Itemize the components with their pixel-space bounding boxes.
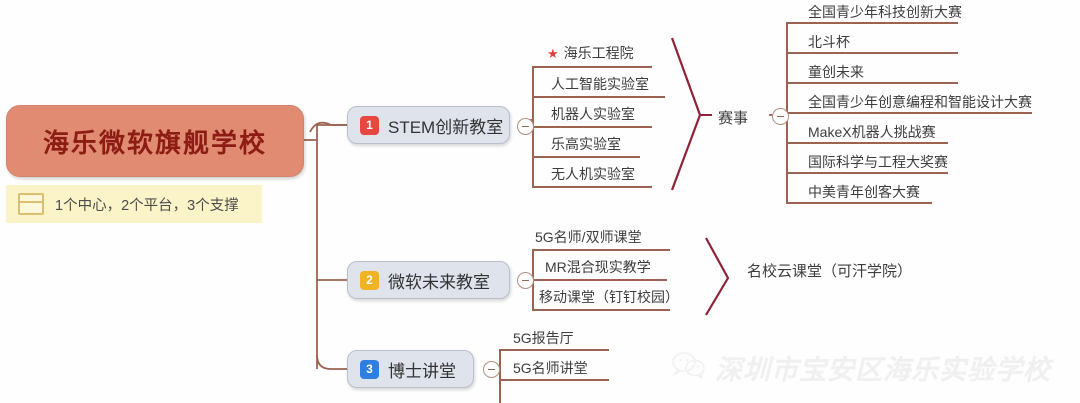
branch-badge-2: 2 — [360, 270, 379, 290]
competition-item[interactable]: 北斗杯 — [808, 32, 850, 55]
root-note-text: 1个中心，2个平台，3个支撑 — [55, 197, 239, 214]
leaf-underline-1-1 — [532, 66, 652, 68]
leaf-spine-3 — [499, 349, 501, 403]
competition-item[interactable]: MakeX机器人挑战赛 — [808, 122, 936, 145]
leaf-label: 海乐工程院 — [563, 45, 634, 61]
branch-node-microsoft[interactable]: 2 微软未来教室 — [347, 261, 510, 299]
leaf-label: MR混合现实教学 — [545, 259, 651, 275]
root-node[interactable]: 海乐微软旗舰学校 — [6, 105, 304, 177]
competition-underline-4 — [786, 112, 1032, 114]
leaf-label: 人工智能实验室 — [551, 76, 649, 92]
leaf-underline-1-3 — [532, 126, 652, 128]
leaf-label: 无人机实验室 — [551, 166, 635, 182]
collapse-toggle-branch-1[interactable] — [517, 118, 534, 135]
competition-label: 国际科学与工程大奖赛 — [808, 154, 948, 170]
branch-label-2: 微软未来教室 — [388, 272, 490, 292]
competition-label: MakeX机器人挑战赛 — [808, 124, 936, 140]
competition-item[interactable]: 国际科学与工程大奖赛 — [808, 152, 948, 175]
competition-item[interactable]: 全国青少年创意编程和智能设计大赛 — [808, 92, 1032, 115]
summary-label-competitions[interactable]: 赛事 — [718, 107, 748, 128]
root-label: 海乐微软旗舰学校 — [42, 127, 267, 158]
competition-item[interactable]: 童创未来 — [808, 62, 864, 85]
leaf-label: 5G报告厅 — [513, 330, 574, 346]
branch-node-stem[interactable]: 1 STEM创新教室 — [347, 106, 510, 144]
leaf-item[interactable]: 5G名师/双师课堂 — [535, 227, 642, 250]
leaf-underline-2-1 — [532, 249, 670, 251]
leaf-label: 5G名师讲堂 — [513, 360, 588, 376]
branch-label-1: STEM创新教室 — [388, 117, 504, 137]
leaf-item[interactable]: 人工智能实验室 — [551, 74, 649, 97]
summary-text: 赛事 — [718, 110, 749, 127]
competition-label: 童创未来 — [808, 64, 864, 80]
branch-label-3: 博士讲堂 — [388, 361, 456, 381]
root-note[interactable]: 1个中心，2个平台，3个支撑 — [6, 185, 262, 223]
leaf-item[interactable]: ★ 海乐工程院 — [547, 43, 634, 66]
leaf-item[interactable]: 5G名师讲堂 — [513, 358, 588, 381]
leaf-item[interactable]: 无人机实验室 — [551, 164, 635, 187]
collapse-toggle-branch-3[interactable] — [483, 361, 500, 378]
competition-item[interactable]: 全国青少年科技创新大赛 — [808, 2, 962, 25]
table-icon — [18, 193, 44, 215]
competition-underline-5 — [786, 142, 948, 144]
competition-label: 全国青少年科技创新大赛 — [808, 4, 962, 20]
leaf-underline-2-3 — [532, 309, 670, 311]
competition-label: 全国青少年创意编程和智能设计大赛 — [808, 94, 1032, 110]
star-icon: ★ — [547, 46, 559, 61]
leaf-label: 移动课堂（钉钉校园） — [539, 289, 679, 305]
leaf-underline-3-1 — [499, 349, 609, 351]
branch-badge-1: 1 — [360, 115, 379, 135]
collapse-toggle-branch-2[interactable] — [517, 272, 534, 289]
leaf-underline-1-2 — [532, 96, 665, 98]
competition-label: 中美青年创客大赛 — [808, 184, 920, 200]
leaf-label: 5G名师/双师课堂 — [535, 229, 642, 245]
competition-underline-2 — [786, 52, 958, 54]
competition-label: 北斗杯 — [808, 34, 850, 50]
leaf-underline-2-2 — [532, 279, 667, 281]
leaf-item[interactable]: MR混合现实教学 — [545, 257, 651, 280]
leaf-item[interactable]: 移动课堂（钉钉校园） — [539, 287, 679, 310]
branch-node-doctor-lecture[interactable]: 3 博士讲堂 — [347, 350, 474, 388]
leaf-item[interactable]: 机器人实验室 — [551, 104, 635, 127]
leaf-underline-3-2 — [499, 379, 609, 381]
competition-underline-7 — [786, 202, 932, 204]
leaf-label: 机器人实验室 — [551, 106, 635, 122]
collapse-toggle-competitions[interactable] — [772, 108, 789, 125]
competition-item[interactable]: 中美青年创客大赛 — [808, 182, 920, 205]
leaf-underline-1-4 — [532, 156, 640, 158]
competition-underline-1 — [786, 22, 958, 24]
leaf-label: 乐高实验室 — [551, 136, 621, 152]
leaf-underline-1-5 — [532, 186, 652, 188]
summary-label-cloud-classroom[interactable]: 名校云课堂（可汗学院） — [747, 260, 912, 281]
leaf-item[interactable]: 5G报告厅 — [513, 328, 574, 351]
competition-underline-3 — [786, 82, 958, 84]
leaf-item[interactable]: 乐高实验室 — [551, 134, 621, 157]
competition-underline-6 — [786, 172, 948, 174]
summary-text: 名校云课堂（可汗学院） — [747, 263, 913, 280]
branch-badge-3: 3 — [360, 359, 379, 379]
